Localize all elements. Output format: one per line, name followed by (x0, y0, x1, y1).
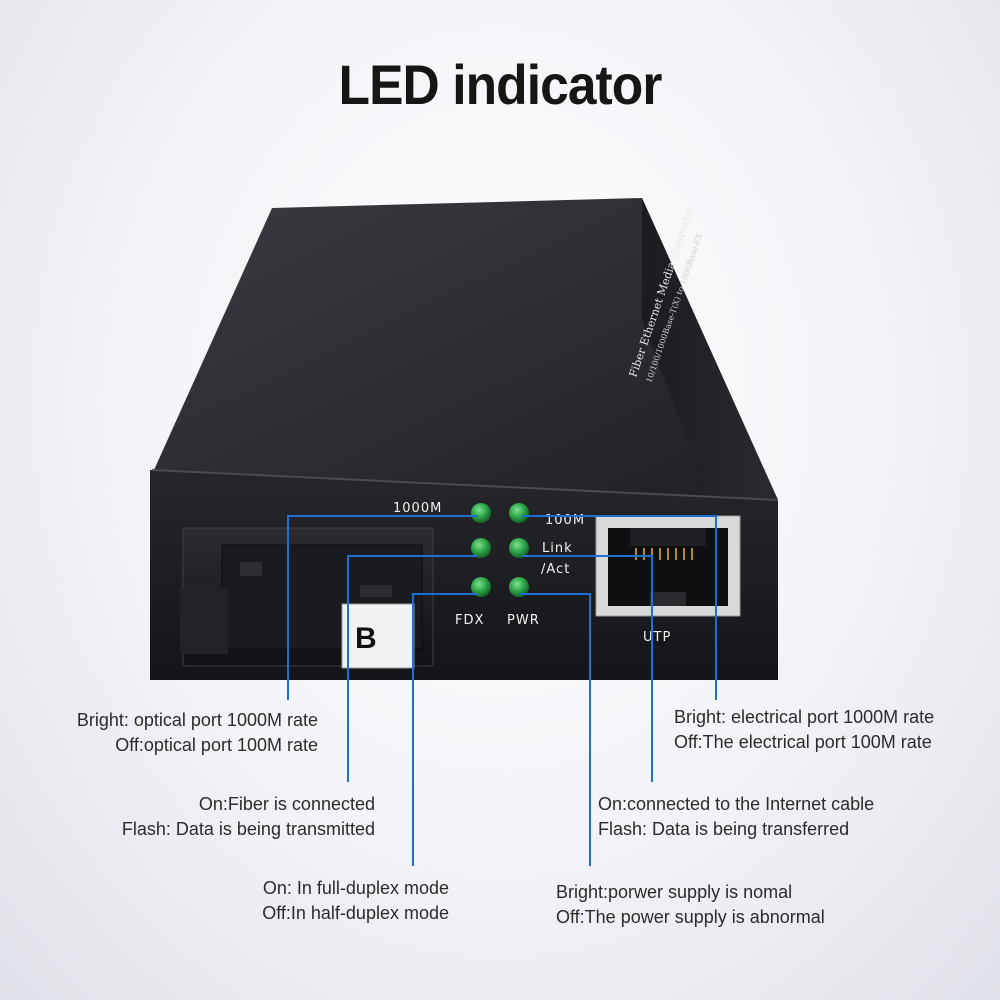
led-label-1000m: 1000M (393, 501, 442, 516)
annotation-fiber-link: On:Fiber is connected Flash: Data is bei… (122, 792, 375, 842)
annotation-utp-link-line1: On:connected to the Internet cable (598, 794, 875, 814)
annotation-optical-rate: Bright: optical port 1000M rate Off:opti… (77, 708, 318, 758)
annotation-fiber-link-line2: Flash: Data is being transmitted (121, 819, 375, 839)
annotation-electrical-rate-line2: Off:The electrical port 100M rate (674, 732, 932, 752)
led-label-act: /Act (541, 562, 570, 577)
annotation-fiber-link-line1: On:Fiber is connected (198, 794, 375, 814)
led-label-fdx: FDX (455, 613, 484, 628)
annotation-power-line2: Off:The power supply is abnormal (556, 907, 825, 927)
leader-line-optical-rate (287, 515, 478, 700)
led-fdx (471, 577, 491, 597)
led-label-link: Link (542, 541, 573, 556)
led-1000m (471, 503, 491, 523)
annotation-utp-link-line2: Flash: Data is being transferred (598, 819, 850, 839)
utp-label: UTP (643, 630, 671, 645)
led-100m (509, 503, 529, 523)
leader-line-duplex (412, 593, 478, 866)
led-label-pwr: PWR (507, 613, 540, 628)
annotation-optical-rate-line1: Bright: optical port 1000M rate (76, 710, 318, 730)
leader-line-fiber-link (347, 555, 478, 782)
annotation-power: Bright:porwer supply is nomal Off:The po… (556, 880, 825, 930)
leader-line-utp-link (522, 555, 653, 782)
rj45-port (595, 515, 741, 617)
led-utp-link (509, 538, 529, 558)
annotation-duplex-line2: Off:In half-duplex mode (262, 903, 449, 923)
annotation-electrical-rate: Bright: electrical port 1000M rate Off:T… (674, 705, 934, 755)
annotation-optical-rate-line2: Off:optical port 100M rate (115, 735, 318, 755)
port-tag (341, 603, 415, 669)
annotation-power-line1: Bright:porwer supply is nomal (556, 882, 793, 902)
device-top-face (154, 198, 778, 500)
led-fiber-link (471, 538, 491, 558)
annotation-duplex-line1: On: In full-duplex mode (262, 878, 449, 898)
page-title: LED indicator (338, 53, 663, 116)
annotation-duplex: On: In full-duplex mode Off:In half-dupl… (262, 876, 449, 926)
leader-line-power (519, 593, 591, 866)
led-pwr (509, 577, 529, 597)
leader-line-electrical-rate (522, 515, 717, 700)
leader-lines (287, 515, 717, 866)
annotation-utp-link: On:connected to the Internet cable Flash… (598, 792, 874, 842)
annotation-electrical-rate-line1: Bright: electrical port 1000M rate (674, 707, 935, 727)
port-tag-label: B (355, 622, 377, 655)
